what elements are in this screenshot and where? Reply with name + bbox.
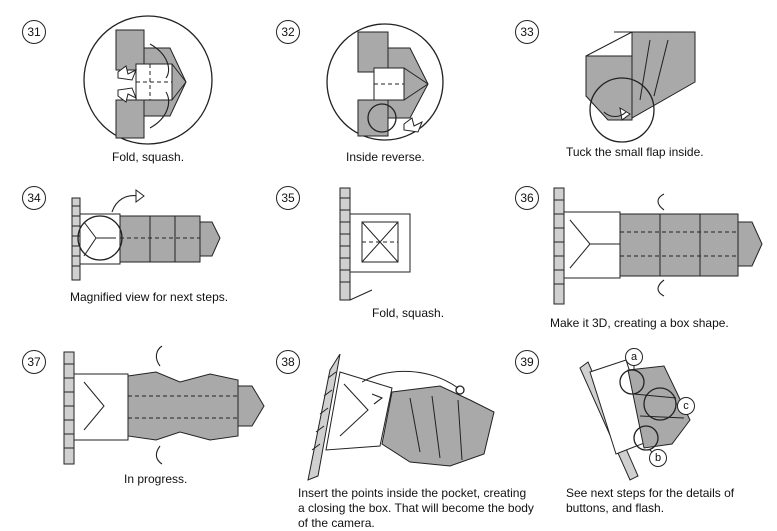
step-caption: Fold, squash. [372, 306, 445, 320]
step-number: 31 [22, 20, 46, 44]
step-caption: Magnified view for next steps. [70, 290, 229, 304]
step-caption: Tuck the small flap inside. [566, 145, 704, 159]
step-number: 32 [276, 20, 300, 44]
step-number: 37 [22, 350, 46, 374]
step-number: 35 [276, 186, 300, 210]
step-number: 39 [515, 350, 539, 374]
label-a: a [625, 348, 643, 366]
step-caption: In progress. [124, 472, 188, 486]
step-caption: Inside reverse. [346, 150, 425, 164]
step-number: 38 [276, 350, 300, 374]
step-caption: Insert the points inside the pocket, cre… [298, 486, 534, 530]
label-c: c [677, 397, 695, 415]
step-number: 36 [515, 186, 539, 210]
step-caption: See next steps for the details of button… [566, 486, 735, 515]
label-b: b [649, 449, 667, 467]
step-number: 33 [515, 20, 539, 44]
step-caption: Fold, squash. [112, 150, 185, 164]
step-number: 34 [22, 186, 46, 210]
step-caption: Make it 3D, creating a box shape. [550, 316, 729, 330]
